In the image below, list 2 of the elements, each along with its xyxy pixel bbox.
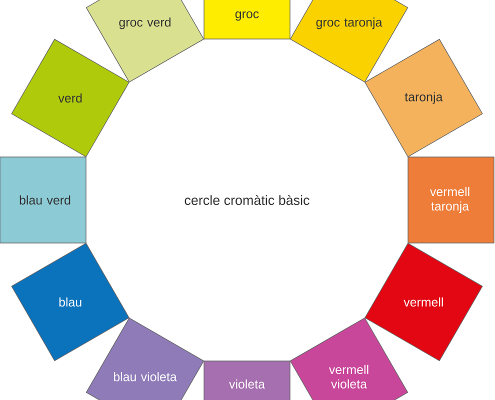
color-square: vermell taronja — [408, 156, 494, 244]
center-title: cercle cromàtic bàsic — [184, 194, 310, 206]
